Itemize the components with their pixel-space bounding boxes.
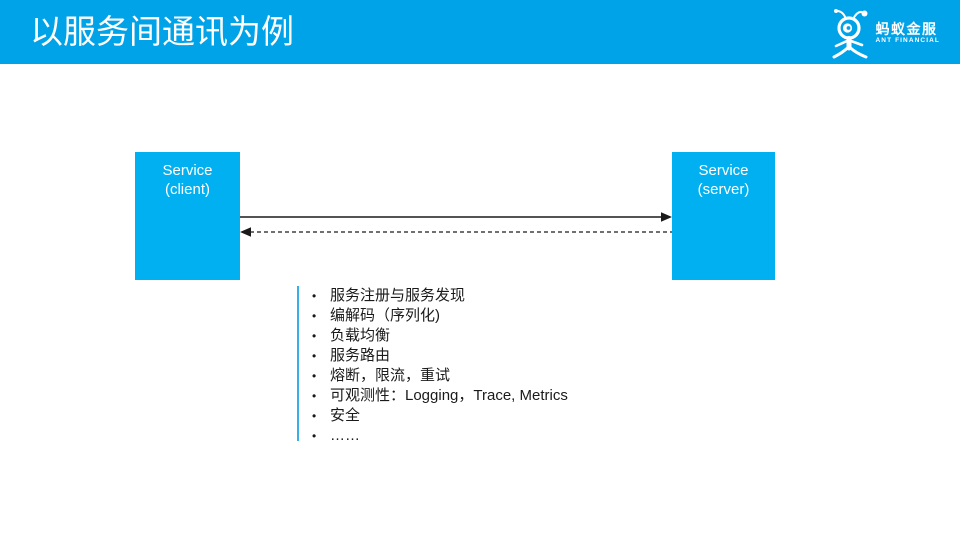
list-item: • 可观测性：Logging，Trace, Metrics [312, 386, 568, 406]
response-arrow-dashed-left [240, 227, 672, 237]
list-item-text: 服务注册与服务发现 [330, 287, 466, 304]
bullet-icon: • [312, 289, 317, 303]
list-item-text: 编解码（序列化) [330, 307, 440, 324]
feature-items: • 服务注册与服务发现 • 编解码（序列化) • 负载均衡 • 服务路由 • 熔断，限流，重试 • 可… [297, 285, 568, 446]
ant-mascot-icon [832, 9, 867, 59]
list-item-text: 负载均衡 [330, 327, 391, 344]
page-title: 以服务间通讯为例 [30, 13, 294, 50]
list-item-text: 服务路由 [330, 347, 391, 364]
logo-name-en: ANT FINANCIAL [875, 37, 940, 44]
service-server-box: Service (server) [672, 152, 775, 280]
logo-wordmark: 蚂蚁金服 ANT FINANCIAL [876, 21, 941, 45]
service-client-line2: (client) [164, 181, 210, 198]
list-item-text: 安全 [330, 407, 361, 424]
service-client-box: Service (client) [135, 152, 240, 280]
ant-financial-logo: 蚂蚁金服 ANT FINANCIAL [827, 6, 941, 60]
bullet-icon: • [312, 409, 317, 423]
service-server-line1: Service [698, 162, 749, 179]
accent-line [297, 286, 299, 441]
list-item: • 负载均衡 [312, 326, 568, 346]
request-arrow-solid-right [240, 212, 672, 222]
list-item: • 编解码（序列化) [312, 306, 568, 326]
list-item: • …… [312, 426, 568, 446]
bullet-icon: • [312, 349, 317, 363]
list-item: • 服务注册与服务发现 [312, 286, 568, 306]
list-item-text: …… [330, 427, 360, 444]
bullet-icon: • [312, 369, 317, 383]
bullet-icon: • [312, 429, 317, 443]
communication-arrows [240, 212, 672, 237]
bullet-icon: • [312, 309, 317, 323]
list-item-text: 可观测性：Logging，Trace, Metrics [330, 387, 568, 404]
service-server-line2: (server) [697, 181, 750, 198]
bullet-icon: • [312, 389, 317, 403]
list-item: • 安全 [312, 406, 568, 426]
list-item-text: 熔断，限流，重试 [330, 367, 451, 384]
logo-name-cn: 蚂蚁金服 [875, 21, 938, 37]
list-item: • 熔断，限流，重试 [312, 366, 568, 386]
title-bar: 以服务间通讯为例 蚂蚁金 [0, 0, 960, 64]
list-item: • 服务路由 [312, 346, 568, 366]
feature-list: • 服务注册与服务发现 • 编解码（序列化) • 负载均衡 • 服务路由 • 熔断，限流，重试 • 可… [297, 285, 568, 446]
service-client-line1: Service [162, 162, 213, 179]
bullet-icon: • [312, 329, 317, 343]
